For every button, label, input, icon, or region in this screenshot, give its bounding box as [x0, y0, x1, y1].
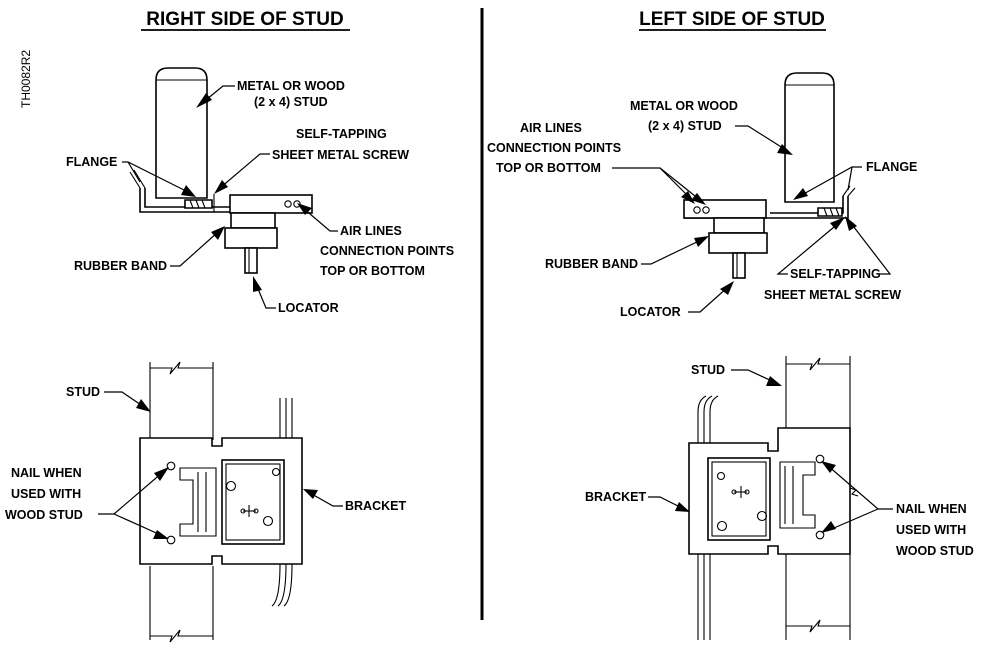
right-stud-label-line2: (2 x 4) STUD — [254, 95, 328, 109]
right-locator-label: LOCATOR — [278, 301, 339, 315]
left-nail-label-line2: USED WITH — [896, 523, 966, 537]
right-side-panel: RIGHT SIDE OF STUD METAL OR WOOD — [5, 9, 454, 643]
right-nail-label-line3: WOOD STUD — [5, 508, 83, 522]
left-flange-label: FLANGE — [866, 160, 917, 174]
left-air-lines-label-line3: TOP OR BOTTOM — [496, 161, 601, 175]
left-bracket-label: BRACKET — [585, 490, 646, 504]
right-front-view-drawing — [139, 361, 303, 643]
left-panel-heading: LEFT SIDE OF STUD — [639, 9, 825, 30]
right-screw-label-line1: SELF-TAPPING — [296, 127, 387, 141]
left-rubber-band-label: RUBBER BAND — [545, 257, 638, 271]
left-front-stud-label: STUD — [691, 363, 725, 377]
left-stud-label-line1: METAL OR WOOD — [630, 99, 738, 113]
right-stud-label-line1: METAL OR WOOD — [237, 79, 345, 93]
left-stud-label-line2: (2 x 4) STUD — [648, 119, 722, 133]
right-panel-heading: RIGHT SIDE OF STUD — [146, 9, 343, 30]
left-front-view-drawing — [688, 356, 859, 640]
right-side-view-drawing — [129, 67, 313, 274]
right-nail-label-line2: USED WITH — [11, 487, 81, 501]
right-bracket-label: BRACKET — [345, 499, 406, 513]
right-air-lines-label-line3: TOP OR BOTTOM — [320, 264, 425, 278]
right-nail-label-line1: NAIL WHEN — [11, 466, 82, 480]
right-air-lines-label-line2: CONNECTION POINTS — [320, 244, 454, 258]
right-flange-label: FLANGE — [66, 155, 117, 169]
left-nail-label-line1: NAIL WHEN — [896, 502, 967, 516]
left-side-panel: LEFT SIDE OF STUD METAL OR WOOD (2 x 4) … — [487, 9, 974, 640]
right-rubber-band-label: RUBBER BAND — [74, 259, 167, 273]
left-air-lines-label-line2: CONNECTION POINTS — [487, 141, 621, 155]
right-front-stud-label: STUD — [66, 385, 100, 399]
left-screw-label-line2: SHEET METAL SCREW — [764, 288, 901, 302]
left-air-lines-label-line1: AIR LINES — [520, 121, 582, 135]
left-locator-label: LOCATOR — [620, 305, 681, 319]
right-air-lines-label-line1: AIR LINES — [340, 224, 402, 238]
left-nail-label-line3: WOOD STUD — [896, 544, 974, 558]
left-side-view-drawing — [683, 72, 856, 279]
right-screw-label-line2: SHEET METAL SCREW — [272, 148, 409, 162]
left-screw-label-line1: SELF-TAPPING — [790, 267, 881, 281]
drawing-code: TH0082R2 — [19, 50, 33, 108]
